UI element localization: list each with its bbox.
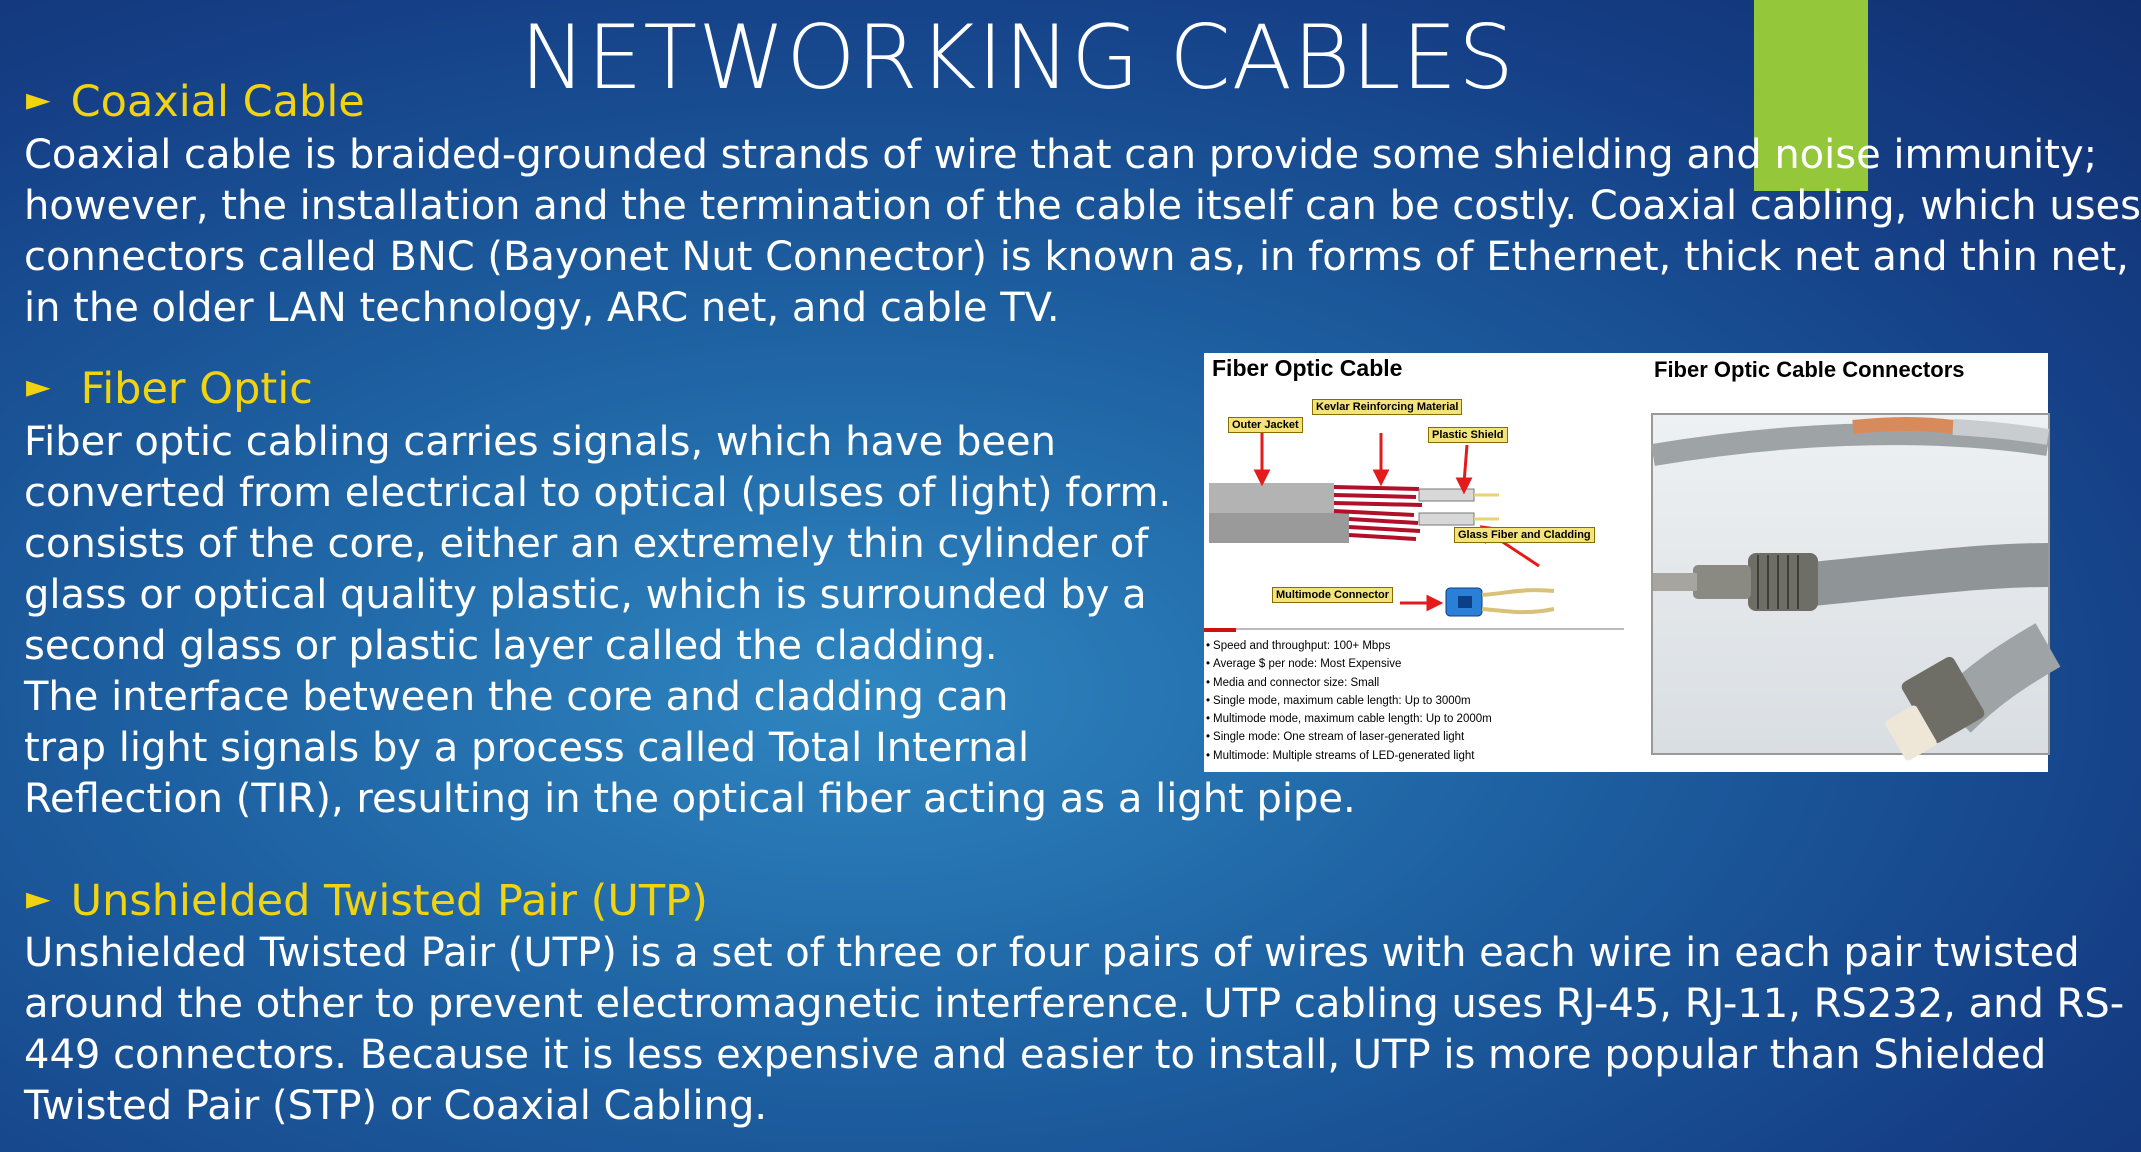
paragraph-line: Coaxial cable is braided-grounded strand… [24,132,2098,178]
spec-item: Single mode: One stream of laser-generat… [1206,728,1492,746]
heading-coaxial-text: Coaxial Cable [70,77,365,127]
outer-jacket-shape [1209,513,1349,543]
heading-fiber-optic-text: Fiber Optic [80,364,313,414]
slide-title: NETWORKING CABLES [520,6,1516,109]
figure-divider [1204,628,1624,630]
connector-photo [1651,413,2061,761]
figure-divider-accent [1204,628,1236,632]
bullet-arrow-icon: ► [26,367,51,405]
paragraph-line: The interface between the core and cladd… [24,674,1009,720]
connector-photo-drawing [1651,417,2061,761]
heading-fiber-optic: ► Fiber Optic [26,364,313,414]
paragraph-line: Unshielded Twisted Pair (UTP) is a set o… [24,930,2080,976]
paragraph-line: glass or optical quality plastic, which … [24,572,1147,618]
fiber-cable-diagram [1209,433,1555,617]
label-multimode-connector: Multimode Connector [1272,587,1394,603]
figure-right-title: Fiber Optic Cable Connectors [1654,357,1965,382]
spec-item: Multimode: Multiple streams of LED-gener… [1206,747,1492,765]
heading-coaxial: ► Coaxial Cable [26,77,365,127]
kevlar-strands [1333,485,1423,541]
outer-jacket-shape [1209,483,1334,513]
bullet-arrow-icon: ► [26,80,51,118]
spec-item: Speed and throughput: 100+ Mbps [1206,637,1492,655]
paragraph-fiber-optic: Fiber optic cabling carries signals, whi… [24,417,1356,825]
accent-bar [1754,0,1868,191]
paragraph-line: in the older LAN technology, ARC net, an… [24,285,1060,331]
paragraph-line: second glass or plastic layer called the… [24,623,998,669]
label-plastic-shield: Plastic Shield [1428,427,1508,443]
multimode-connector-shape [1458,596,1472,608]
paragraph-line: 449 connectors. Because it is less expen… [24,1032,2047,1078]
paragraph-line: converted from electrical to optical (pu… [24,470,1172,516]
label-outer-jacket: Outer Jacket [1228,417,1303,433]
paragraph-line: Reflection (TIR), resulting in the optic… [24,776,1356,822]
paragraph-utp: Unshielded Twisted Pair (UTP) is a set o… [24,928,2124,1132]
label-arrows [1253,433,1540,612]
plastic-shield-shape [1418,512,1475,526]
label-kevlar: Kevlar Reinforcing Material [1312,399,1463,415]
bullet-arrow-icon: ► [26,879,51,917]
paragraph-line: trap light signals by a process called T… [24,725,1030,771]
figure-left-title: Fiber Optic Cable [1212,355,1403,381]
spec-item: Average $ per node: Most Expensive [1206,655,1492,673]
paragraph-coaxial: Coaxial cable is braided-grounded strand… [24,130,2141,334]
heading-utp-text: Unshielded Twisted Pair (UTP) [70,876,708,926]
paragraph-line: Twisted Pair (STP) or Coaxial Cabling. [24,1083,768,1129]
paragraph-line: however, the installation and the termin… [24,183,2141,229]
fiber-optic-figure: Fiber Optic Cable Fiber Optic Cable Conn… [1204,353,2061,772]
connector-fibers [1481,588,1555,615]
spec-item: Multimode mode, maximum cable length: Up… [1206,710,1492,728]
paragraph-line: consists of the core, either an extremel… [24,521,1149,567]
label-glass-fiber: Glass Fiber and Cladding [1454,527,1595,543]
fiber-spec-list: Speed and throughput: 100+ Mbps Average … [1206,637,1492,765]
paragraph-line: around the other to prevent electromagne… [24,981,2125,1027]
spec-item: Single mode, maximum cable length: Up to… [1206,692,1492,710]
paragraph-line: connectors called BNC (Bayonet Nut Conne… [24,234,2129,280]
heading-utp: ► Unshielded Twisted Pair (UTP) [26,876,708,926]
paragraph-line: Fiber optic cabling carries signals, whi… [24,419,1056,465]
spec-item: Media and connector size: Small [1206,674,1492,692]
